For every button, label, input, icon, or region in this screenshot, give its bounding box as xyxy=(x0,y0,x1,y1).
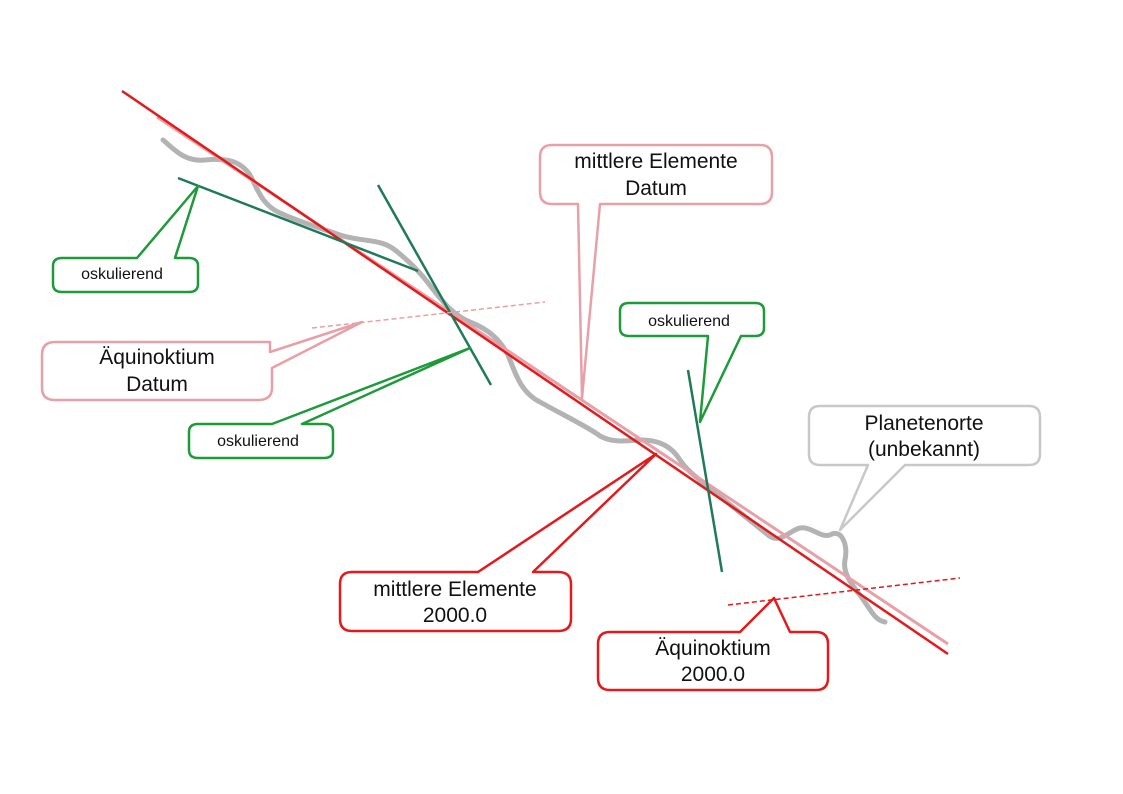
callout-equinox-2000: Äquinoktium 2000.0 xyxy=(596,596,830,692)
callout-osculating-right-text: oskulierend xyxy=(648,313,730,330)
osculating-line-1 xyxy=(177,176,419,273)
callout-equinox-2000-line1: Äquinoktium xyxy=(655,637,771,660)
equinox-date-line xyxy=(311,301,546,329)
equinox-2000-line xyxy=(727,577,961,606)
callout-equinox-date: Äquinoktium Datum xyxy=(40,320,364,402)
callout-osculating-top-left: oskulierend xyxy=(51,184,200,294)
callout-mean-elements-2000-line1: mittlere Elemente xyxy=(373,578,536,601)
callout-planet-positions-line2: (unbekannt) xyxy=(868,438,980,461)
callout-equinox-date-line2: Datum xyxy=(126,373,188,396)
callout-equinox-date-line1: Äquinoktium xyxy=(99,346,215,369)
callout-equinox-2000-line2: 2000.0 xyxy=(681,663,745,686)
callout-osculating-top-left-text: oskulierend xyxy=(81,266,163,283)
mean-elements-2000-line xyxy=(121,89,949,656)
callout-osculating-middle-left-text: oskulierend xyxy=(217,433,299,450)
osculating-line-3 xyxy=(686,369,724,573)
callout-planet-positions-line1: Planetenorte xyxy=(864,412,983,435)
callout-mean-elements-date-line2: Datum xyxy=(625,177,687,200)
callout-planet-positions: Planetenorte (unbekannt) xyxy=(807,404,1042,532)
callout-mean-elements-date: mittlere Elemente Datum xyxy=(538,143,774,400)
callout-mean-elements-2000: mittlere Elemente 2000.0 xyxy=(338,452,658,633)
callout-mean-elements-2000-line2: 2000.0 xyxy=(423,604,487,627)
callout-osculating-right: oskulierend xyxy=(618,301,766,424)
callout-osculating-middle-left: oskulierend xyxy=(187,346,472,460)
planet-positions-curve xyxy=(160,137,888,625)
osculating-line-2 xyxy=(376,184,493,386)
callout-mean-elements-date-line1: mittlere Elemente xyxy=(574,150,737,173)
